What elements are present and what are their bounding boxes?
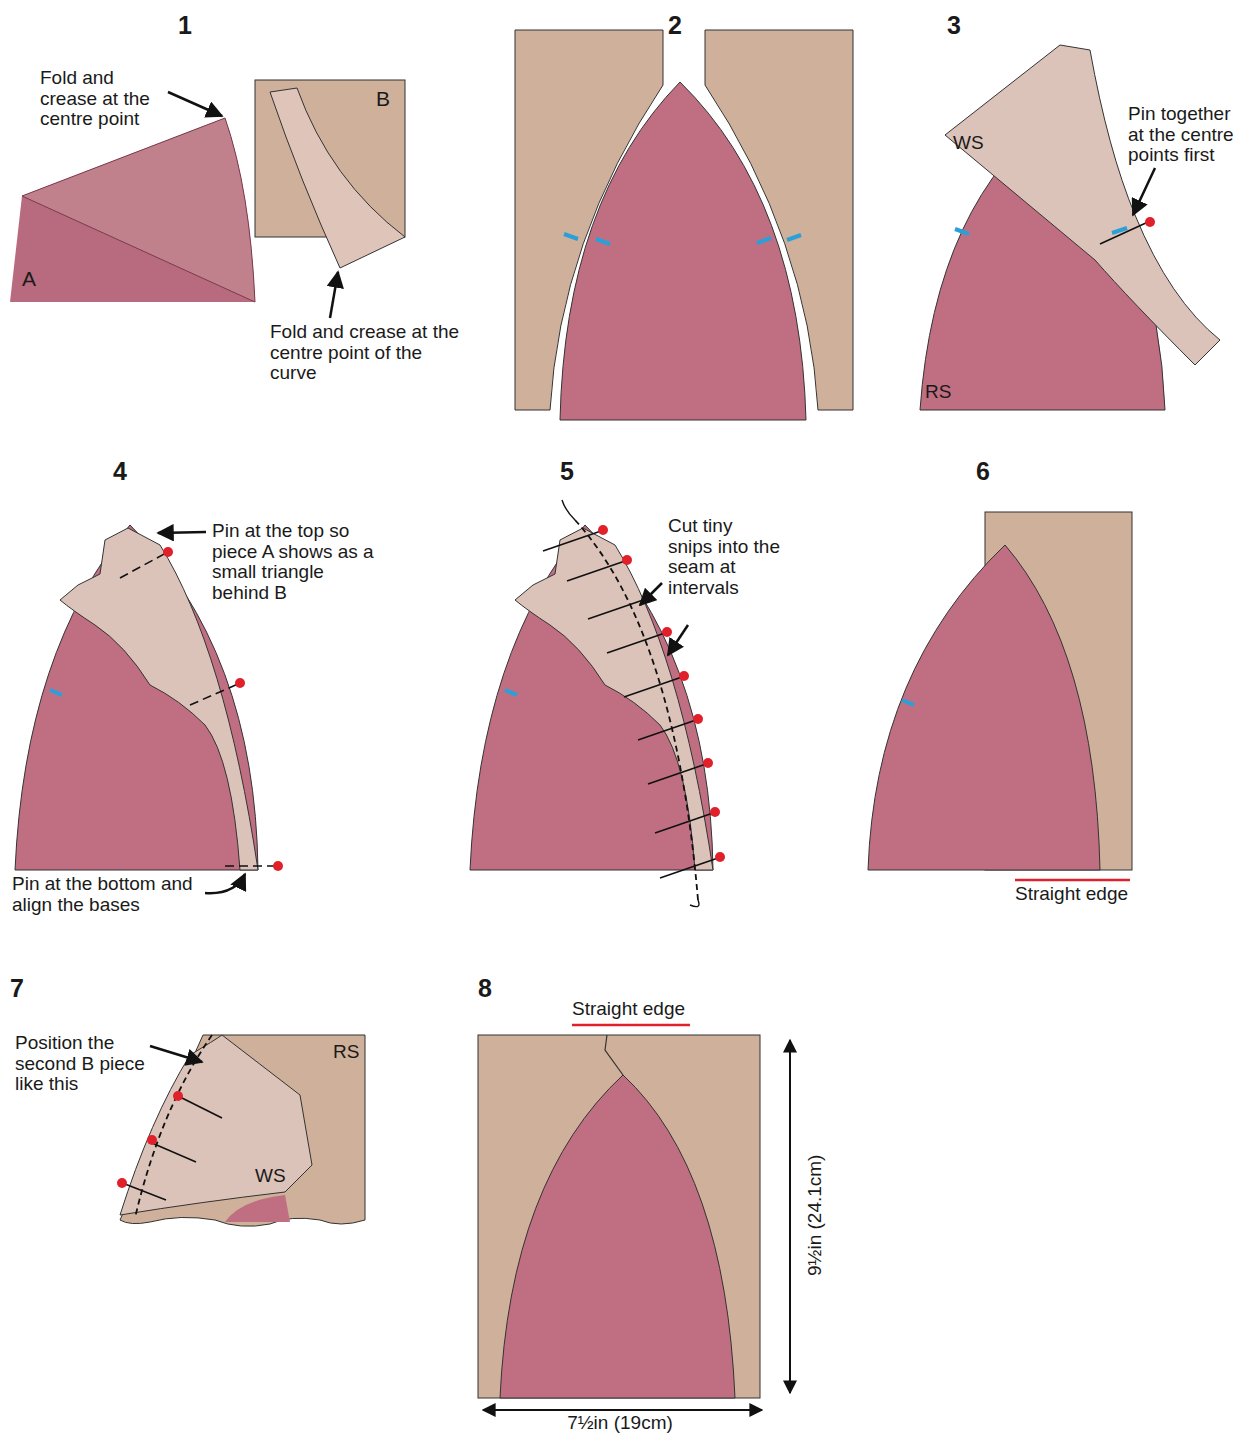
callout-note: Pin at the bottom and align the bases [12, 874, 207, 915]
piece-letter: A [22, 268, 52, 291]
step-number: 4 [113, 458, 153, 485]
callout-note: Fold and crease at the centre point [40, 68, 175, 130]
piece-letter: B [376, 88, 406, 111]
callout-note: Position the second B piece like this [15, 1033, 150, 1095]
edge-label: Straight edge [572, 999, 712, 1020]
dimension-label: 7½in (19cm) [520, 1413, 720, 1434]
callout-note: Pin at the top so piece A shows as a sma… [212, 521, 377, 603]
dimension-label: 9½in (24.1cm) [805, 1115, 826, 1315]
side-label: RS [333, 1042, 373, 1063]
step-number: 6 [976, 458, 1016, 485]
step-number: 3 [947, 12, 987, 39]
callout-note: Fold and crease at the centre point of t… [270, 322, 470, 384]
step-number: 2 [668, 12, 708, 39]
step-number: 1 [178, 12, 218, 39]
side-label: WS [953, 133, 993, 154]
callout-note: Cut tiny snips into the seam at interval… [668, 516, 780, 598]
step-number: 8 [478, 975, 518, 1002]
step-number: 7 [10, 975, 50, 1002]
side-label: RS [925, 382, 965, 403]
side-label: WS [255, 1166, 295, 1187]
edge-label: Straight edge [1015, 884, 1155, 905]
step-number: 5 [560, 458, 600, 485]
callout-note: Pin together at the centre points first [1128, 104, 1250, 166]
